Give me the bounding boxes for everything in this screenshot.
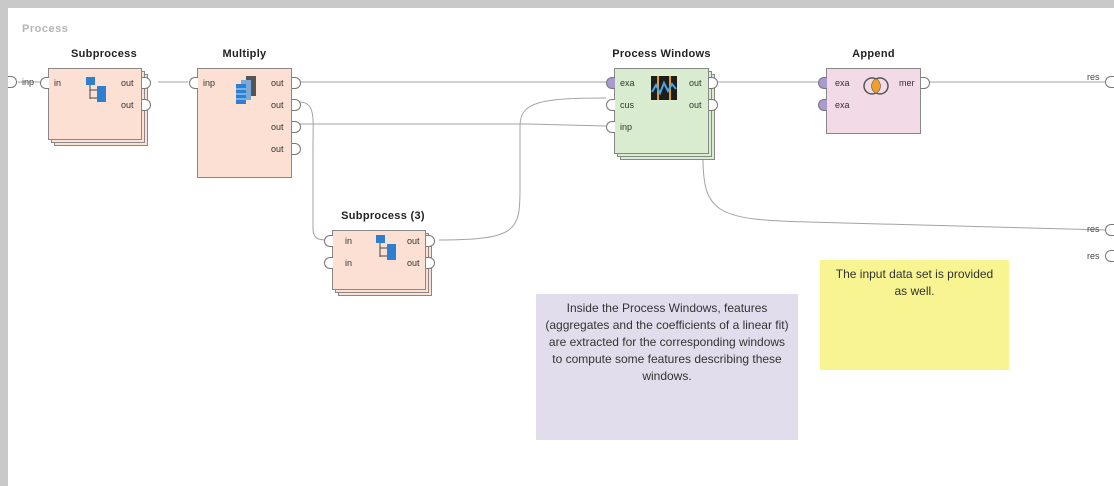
operator-title: Multiply [222, 48, 267, 60]
port-out[interactable] [426, 235, 435, 247]
port-in[interactable] [324, 257, 333, 269]
note-process-windows[interactable]: Inside the Process Windows, features (ag… [536, 294, 798, 440]
venn-icon [863, 77, 889, 95]
port-label: out [689, 100, 702, 110]
port-label: in [345, 258, 353, 268]
operator-body[interactable]: in in out out [324, 230, 435, 290]
process-title: Process [22, 23, 69, 35]
operator-body[interactable]: in out out [40, 68, 151, 140]
port-label: out [271, 144, 284, 154]
port-label: out [271, 122, 284, 132]
port-label: out [271, 78, 284, 88]
port-label: out [121, 100, 134, 110]
port-in[interactable] [606, 99, 615, 111]
result-label-2: res [1087, 224, 1100, 234]
operator-body[interactable]: exa cus inp out out [606, 68, 718, 154]
port-label: exa [835, 100, 850, 110]
port-out[interactable] [142, 99, 151, 111]
port-in[interactable] [40, 77, 49, 89]
operator-title: Process Windows [612, 48, 711, 60]
port-label: out [271, 100, 284, 110]
port-label: mer [899, 78, 915, 88]
port-out[interactable] [921, 77, 930, 89]
port-in[interactable] [818, 99, 827, 111]
operator-body[interactable]: exa exa mer [818, 68, 930, 134]
operator-title: Subprocess [71, 48, 137, 60]
operator-title: Append [852, 48, 895, 60]
wire-multiply-windows-inp [299, 123, 607, 127]
process-input-label: inp [22, 77, 35, 87]
result-port-2[interactable] [1105, 224, 1114, 236]
port-out[interactable] [292, 121, 301, 133]
port-label: out [689, 78, 702, 88]
windows-chart-icon [651, 76, 677, 100]
port-label: exa [620, 78, 635, 88]
port-label: inp [203, 78, 216, 88]
connection-wires [18, 81, 1107, 241]
port-label: in [54, 78, 62, 88]
port-label: exa [835, 78, 850, 88]
operator-title: Subprocess (3) [341, 210, 425, 222]
operator-body[interactable]: inp out out out out [189, 68, 301, 178]
port-out[interactable] [426, 257, 435, 269]
port-out[interactable] [709, 99, 718, 111]
port-out[interactable] [292, 99, 301, 111]
wire-subprocess3-windows [438, 97, 607, 241]
port-label: out [407, 236, 420, 246]
port-in[interactable] [818, 77, 827, 89]
port-label: in [345, 236, 353, 246]
port-out[interactable] [142, 77, 151, 89]
wire-windows-res [702, 157, 1107, 231]
port-in[interactable] [324, 235, 333, 247]
wire-multiply-subprocess3 [298, 101, 329, 241]
process-canvas[interactable]: Process inp res res res Subprocess in ou… [8, 8, 1114, 486]
port-label: cus [620, 100, 635, 110]
result-port-3[interactable] [1105, 250, 1114, 262]
port-out[interactable] [292, 143, 301, 155]
port-label: out [407, 258, 420, 268]
result-port-1[interactable] [1105, 76, 1114, 88]
multiply-icon [236, 76, 256, 104]
port-out[interactable] [709, 77, 718, 89]
port-in[interactable] [606, 121, 615, 133]
port-in[interactable] [189, 77, 198, 89]
result-label-3: res [1087, 251, 1100, 261]
hierarchy-icon [86, 77, 106, 102]
port-out[interactable] [292, 77, 301, 89]
port-label: out [121, 78, 134, 88]
process-input-port[interactable] [8, 76, 17, 88]
hierarchy-icon [376, 235, 396, 260]
note-input-data[interactable]: The input data set is provided as well. [820, 260, 1009, 370]
port-label: inp [620, 122, 633, 132]
port-in[interactable] [606, 77, 615, 89]
result-label-1: res [1087, 72, 1100, 82]
